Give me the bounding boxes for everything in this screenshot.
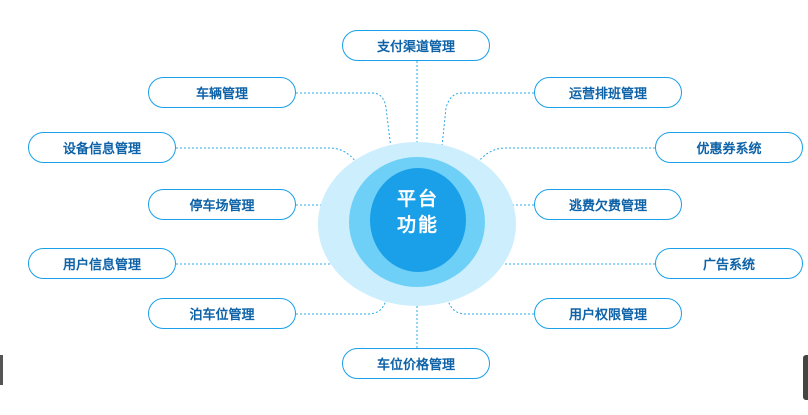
node-coupon[interactable]: 优惠券系统 xyxy=(655,132,803,163)
left-edge-artifact xyxy=(0,355,3,385)
node-advertising[interactable]: 广告系统 xyxy=(655,248,803,279)
connector-shift-scheduling xyxy=(439,92,534,166)
connector-vehicle xyxy=(296,92,394,166)
connector-device-info xyxy=(176,147,369,176)
right-edge-artifact xyxy=(803,355,808,400)
hub-label-line1: 平台 xyxy=(396,188,439,210)
connector-coupon xyxy=(465,147,655,176)
node-parking-lot[interactable]: 停车场管理 xyxy=(148,189,296,220)
node-vehicle[interactable]: 车辆管理 xyxy=(148,77,296,108)
hub-label-line2: 功能 xyxy=(396,214,439,236)
hub-label: 平台 功能 xyxy=(370,186,466,238)
node-shift-scheduling[interactable]: 运营排班管理 xyxy=(534,77,682,108)
node-user-info[interactable]: 用户信息管理 xyxy=(28,248,176,279)
node-user-permission[interactable]: 用户权限管理 xyxy=(534,298,682,329)
node-parking-space[interactable]: 泊车位管理 xyxy=(148,298,296,329)
node-device-info[interactable]: 设备信息管理 xyxy=(28,132,176,163)
node-space-pricing[interactable]: 车位价格管理 xyxy=(342,348,490,379)
node-payment-channel[interactable]: 支付渠道管理 xyxy=(342,30,490,61)
node-fee-evasion[interactable]: 逃费欠费管理 xyxy=(534,189,682,220)
hub-inner-circle xyxy=(370,168,466,272)
